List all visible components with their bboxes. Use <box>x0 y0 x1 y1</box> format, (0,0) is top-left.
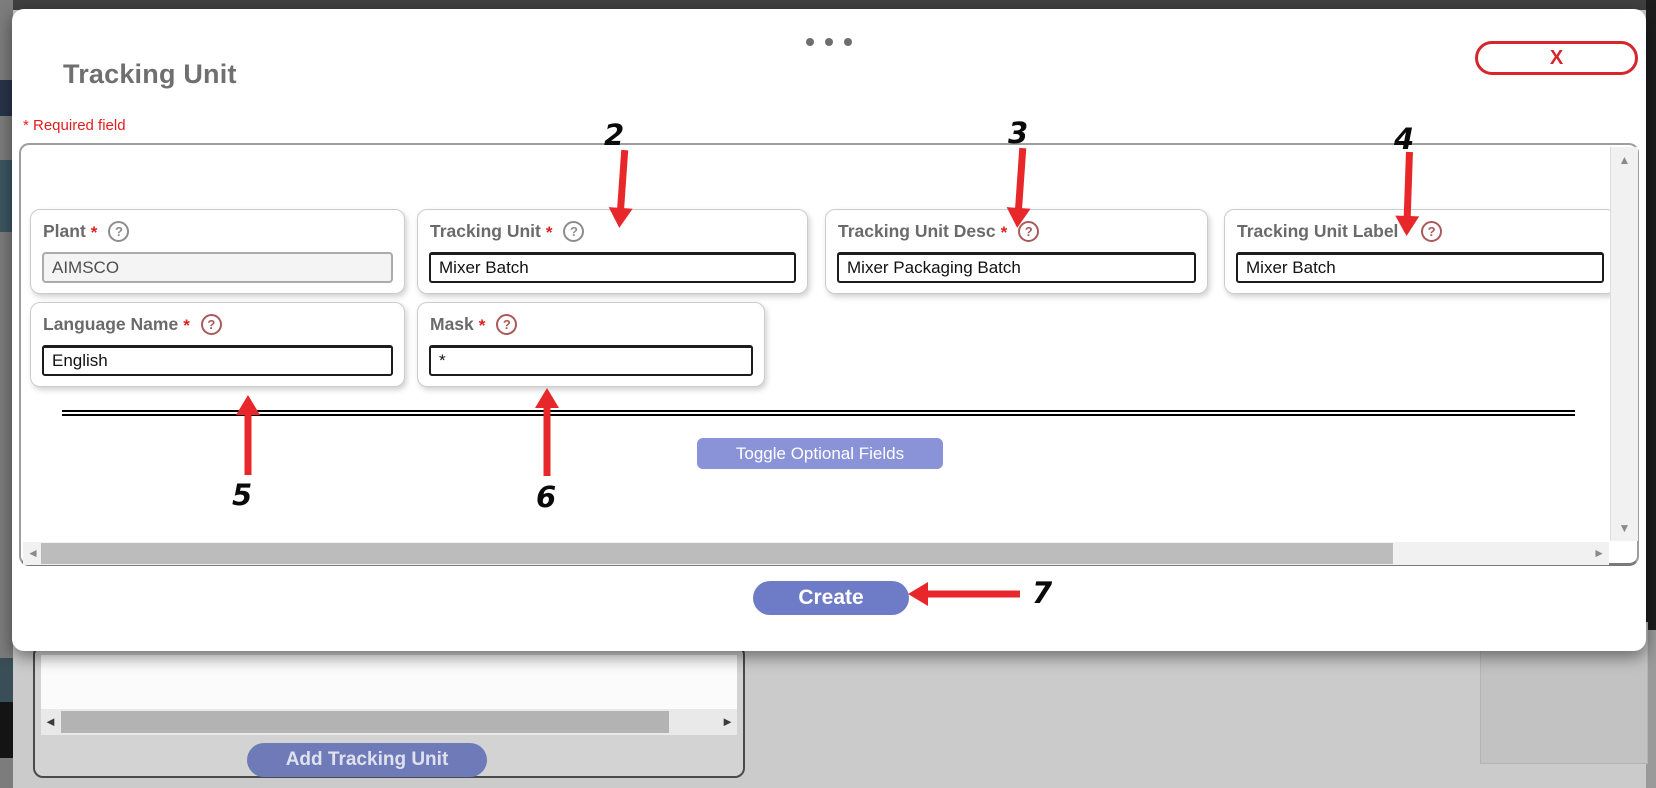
tracking-unit-modal: X Tracking Unit * Required field Plant *… <box>12 9 1646 651</box>
tracking-unit-list-area <box>41 655 737 709</box>
help-icon[interactable]: ? <box>496 313 518 335</box>
required-asterisk: * <box>183 316 190 335</box>
tracking-unit-label-label: Tracking Unit Label <box>1237 220 1399 241</box>
background-right-edge-lower <box>1646 630 1656 788</box>
help-icon[interactable]: ? <box>108 220 130 242</box>
plant-input[interactable] <box>42 252 393 283</box>
toggle-optional-fields-button[interactable]: Toggle Optional Fields <box>697 438 943 469</box>
sidebar-block <box>0 702 13 758</box>
add-tracking-unit-button[interactable]: Add Tracking Unit <box>247 743 487 777</box>
field-card-mask: Mask * ? <box>417 302 765 387</box>
annotation-number-3: 3 <box>1008 116 1029 150</box>
field-card-language-name: Language Name * ? <box>30 302 405 387</box>
separator-line <box>62 410 1575 416</box>
scroll-right-icon[interactable]: ► <box>1593 546 1605 560</box>
sidebar-block <box>0 658 13 702</box>
scrollbar-thumb[interactable] <box>61 711 669 733</box>
help-icon[interactable]: ? <box>1018 220 1040 242</box>
tracking-unit-input[interactable] <box>429 252 796 283</box>
annotation-number-2: 2 <box>604 118 625 152</box>
required-asterisk: * <box>545 223 553 242</box>
close-button[interactable]: X <box>1475 41 1638 75</box>
scrollbar-thumb[interactable] <box>41 543 1393 564</box>
required-asterisk: * <box>478 316 486 335</box>
required-field-note: * Required field <box>23 117 126 134</box>
background-left-sidebar <box>0 0 13 788</box>
scroll-left-icon[interactable]: ◄ <box>27 546 39 560</box>
sidebar-block <box>0 80 13 116</box>
required-asterisk: * <box>1403 223 1411 242</box>
annotation-arrow-7 <box>908 582 1020 606</box>
required-asterisk: * <box>90 223 98 242</box>
vertical-scrollbar[interactable]: ▲ ▼ <box>1610 147 1638 541</box>
field-card-plant: Plant * ? <box>30 209 405 294</box>
annotation-number-6: 6 <box>536 480 557 514</box>
tracking-unit-desc-label: Tracking Unit Desc <box>838 220 996 241</box>
horizontal-scrollbar[interactable]: ◄ ► <box>23 542 1609 565</box>
plant-label: Plant <box>43 220 86 241</box>
scroll-right-icon[interactable]: ► <box>721 714 734 729</box>
help-glyph: ? <box>114 223 123 239</box>
tracking-unit-desc-input[interactable] <box>837 252 1196 283</box>
tracking-unit-label: Tracking Unit <box>430 220 541 241</box>
annotation-arrow-5 <box>236 395 260 475</box>
help-icon[interactable]: ? <box>563 220 585 242</box>
field-card-tracking-unit-desc: Tracking Unit Desc * ? <box>825 209 1208 294</box>
annotation-number-7: 7 <box>1032 576 1053 610</box>
help-icon[interactable]: ? <box>1421 220 1443 242</box>
field-card-tracking-unit-label: Tracking Unit Label * ? <box>1224 209 1616 294</box>
required-asterisk: * <box>1000 223 1008 242</box>
help-glyph: ? <box>1024 223 1033 239</box>
help-icon[interactable]: ? <box>200 313 222 335</box>
create-button[interactable]: Create <box>753 581 909 615</box>
help-glyph: ? <box>502 316 511 332</box>
help-glyph: ? <box>207 316 216 332</box>
background-top-bar <box>0 0 1656 10</box>
annotation-arrow-4 <box>1394 151 1422 237</box>
field-card-tracking-unit: Tracking Unit * ? <box>417 209 808 294</box>
mask-input[interactable] <box>429 345 753 376</box>
fields-panel: Plant * ? Tracking Unit * ? Tracking Uni… <box>19 143 1639 566</box>
background-tracking-unit-panel: ◄ ► Add Tracking Unit <box>33 645 745 778</box>
annotation-arrow-6 <box>535 388 559 476</box>
scroll-left-icon[interactable]: ◄ <box>44 714 57 729</box>
mask-label: Mask <box>430 313 474 334</box>
modal-title: Tracking Unit <box>63 59 237 89</box>
help-glyph: ? <box>1427 223 1436 239</box>
help-glyph: ? <box>570 223 578 239</box>
drag-handle-dots-icon <box>806 38 852 46</box>
language-name-label: Language Name <box>43 313 179 334</box>
background-horizontal-scrollbar[interactable]: ◄ ► <box>41 709 737 735</box>
tracking-unit-label-input[interactable] <box>1236 252 1604 283</box>
background-right-edge <box>1646 0 1656 788</box>
scroll-down-icon[interactable]: ▼ <box>1618 521 1631 535</box>
scroll-up-icon[interactable]: ▲ <box>1618 153 1631 167</box>
sidebar-block <box>0 160 13 232</box>
annotation-number-4: 4 <box>1394 122 1415 156</box>
annotation-number-5: 5 <box>232 478 253 512</box>
language-name-input[interactable] <box>42 345 393 376</box>
